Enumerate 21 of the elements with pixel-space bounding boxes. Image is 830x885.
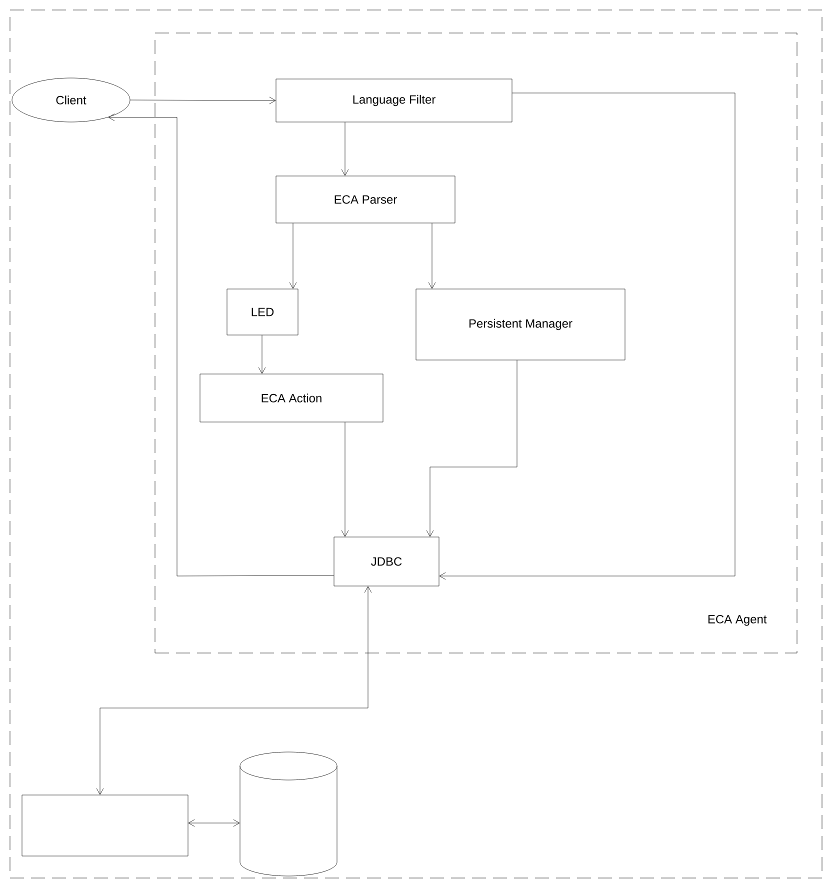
arrow xyxy=(439,92,736,580)
process-box: ECA Parser xyxy=(276,176,456,224)
arrow xyxy=(426,360,518,537)
process-box: Language Filter xyxy=(276,78,512,122)
arrow xyxy=(96,586,372,795)
server-box xyxy=(22,794,188,856)
process-box: ECA Action xyxy=(200,374,384,422)
arrow xyxy=(341,122,349,176)
arrow xyxy=(188,819,240,827)
group-label: ECA Agent xyxy=(708,614,767,626)
arrow xyxy=(289,223,297,289)
arrow xyxy=(428,223,436,289)
arrow xyxy=(341,422,349,537)
process-box: JDBC xyxy=(334,536,440,586)
arrow xyxy=(130,96,276,104)
process-box: LED xyxy=(226,288,298,336)
outer-dashed-frame xyxy=(10,10,822,878)
arrow xyxy=(258,335,266,374)
process-box: Persistent Manager xyxy=(416,288,626,360)
arrow xyxy=(108,114,334,576)
database-cylinder xyxy=(240,752,338,876)
